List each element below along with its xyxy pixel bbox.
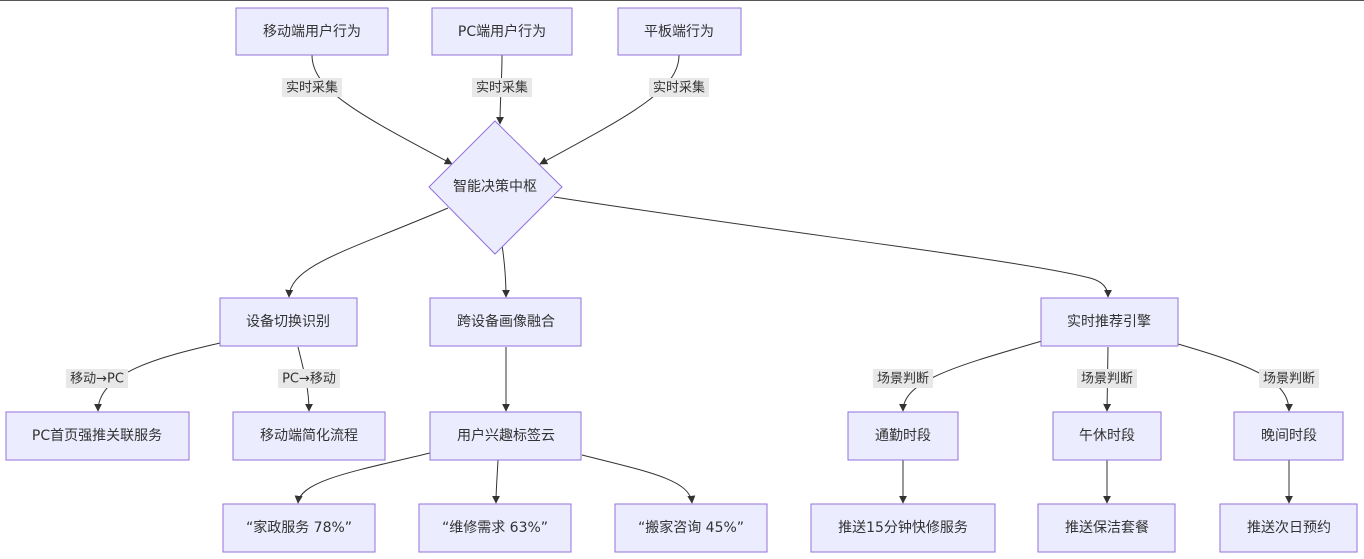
edge-label-scene-commute: 场景判断 bbox=[877, 372, 929, 387]
node-box bbox=[1052, 411, 1162, 461]
node-push-nextday: 推送次日预约 bbox=[1219, 503, 1358, 553]
edge-label-bg bbox=[472, 78, 532, 97]
edge-mobile-to-hub bbox=[311, 54, 453, 165]
edge-label-collect-pc: 实时采集 bbox=[476, 80, 528, 96]
node-pc-home-push: PC首页强推关联服务 bbox=[5, 411, 190, 461]
node-lunch: 午休时段 bbox=[1052, 411, 1162, 461]
node-tag-home: “家政服务 78%” bbox=[222, 503, 376, 553]
node-decision-hub: 智能决策中枢 bbox=[428, 120, 563, 255]
node-box bbox=[810, 503, 996, 553]
node-tablet-behavior: 平板端行为 bbox=[617, 7, 742, 56]
node-box bbox=[5, 411, 190, 461]
node-commute: 通勤时段 bbox=[847, 411, 959, 461]
node-realtime-engine: 实时推荐引擎 bbox=[1040, 297, 1179, 347]
node-box bbox=[235, 7, 389, 56]
edge-tablet-to-hub bbox=[539, 54, 680, 165]
edge-label-bg bbox=[278, 369, 340, 388]
edge-hub-to-realtime-engine bbox=[553, 196, 1112, 298]
edge-label-pc-to-mobile: PC→移动 bbox=[282, 372, 336, 387]
node-label: 移动端简化流程 bbox=[260, 427, 358, 444]
node-profile-fusion: 跨设备画像融合 bbox=[429, 297, 582, 347]
node-push-repair: 推送15分钟快修服务 bbox=[810, 503, 996, 553]
node-box bbox=[1219, 503, 1358, 553]
edge-label-bg bbox=[1259, 369, 1319, 388]
node-label: 用户兴趣标签云 bbox=[457, 427, 555, 444]
node-mobile-simplify: 移动端简化流程 bbox=[232, 411, 386, 461]
node-pc-behavior: PC端用户行为 bbox=[431, 7, 573, 56]
node-box bbox=[418, 503, 572, 553]
node-label: “搬家咨询 45%” bbox=[638, 519, 744, 536]
node-box bbox=[429, 411, 582, 461]
node-label: “维修需求 63%” bbox=[442, 520, 548, 536]
node-box bbox=[232, 411, 386, 461]
node-box bbox=[431, 7, 573, 56]
node-label: 移动端用户行为 bbox=[263, 23, 361, 40]
node-mobile-behavior: 移动端用户行为 bbox=[235, 7, 389, 56]
edge-cloud-to-tag-repair bbox=[492, 459, 501, 504]
edge-switch-to-pc-home bbox=[94, 342, 221, 412]
node-label: 设备切换识别 bbox=[246, 313, 330, 330]
node-box bbox=[1233, 411, 1344, 461]
edge-label-bg bbox=[1077, 369, 1137, 388]
node-label: 智能决策中枢 bbox=[453, 178, 537, 195]
edge-label-bg bbox=[649, 78, 709, 97]
node-label: PC端用户行为 bbox=[458, 23, 546, 40]
node-box bbox=[222, 503, 376, 553]
node-box bbox=[1040, 297, 1179, 347]
edge-hub-to-device-switch bbox=[285, 207, 449, 298]
node-device-switch: 设备切换识别 bbox=[219, 297, 358, 347]
edge-label-mobile-to-pc: 移动→PC bbox=[70, 372, 124, 387]
edge-engine-to-commute bbox=[899, 340, 1043, 412]
edge-label-bg bbox=[66, 369, 128, 388]
node-box bbox=[219, 297, 358, 347]
node-label: 平板端行为 bbox=[644, 24, 714, 40]
edges bbox=[94, 54, 1293, 504]
top-border-line bbox=[0, 0, 1364, 1]
edge-label-bg bbox=[282, 78, 342, 97]
node-box bbox=[614, 503, 768, 553]
node-label: PC首页强推关联服务 bbox=[32, 428, 162, 444]
node-label: 推送保洁套餐 bbox=[1065, 520, 1149, 536]
node-tag-moving: “搬家咨询 45%” bbox=[614, 503, 768, 553]
node-box bbox=[1037, 503, 1176, 553]
edge-cloud-to-tag-moving bbox=[581, 454, 696, 504]
node-label: 跨设备画像融合 bbox=[457, 313, 555, 330]
node-label: “家政服务 78%” bbox=[246, 519, 352, 536]
edge-hub-to-profile-fusion bbox=[501, 244, 510, 298]
node-label: 实时推荐引擎 bbox=[1067, 314, 1151, 330]
node-label: 推送次日预约 bbox=[1247, 520, 1331, 536]
node-box bbox=[429, 297, 582, 347]
edge-label-scene-evening: 场景判断 bbox=[1263, 372, 1315, 387]
edge-label-collect-tablet: 实时采集 bbox=[653, 80, 705, 96]
nodes: 移动端用户行为 PC端用户行为 平板端行为 智能决策中枢 设备切换识别 跨设备画… bbox=[5, 7, 1358, 553]
node-evening: 晚间时段 bbox=[1233, 411, 1344, 461]
edge-label-bg bbox=[873, 369, 933, 388]
node-interest-cloud: 用户兴趣标签云 bbox=[429, 411, 582, 461]
node-box bbox=[847, 411, 959, 461]
node-label: 通勤时段 bbox=[875, 428, 931, 444]
node-label: 推送15分钟快修服务 bbox=[838, 519, 968, 536]
node-label: 午休时段 bbox=[1079, 428, 1135, 444]
node-box bbox=[617, 7, 742, 56]
edge-label-collect-mobile: 实时采集 bbox=[286, 80, 338, 96]
node-push-cleaning: 推送保洁套餐 bbox=[1037, 503, 1176, 553]
edge-labels: 实时采集 实时采集 实时采集 移动→PC PC→移动 场景判断 场景判断 场景判… bbox=[66, 78, 1319, 388]
edge-label-scene-lunch: 场景判断 bbox=[1081, 372, 1133, 387]
edge-cloud-to-tag-home bbox=[294, 452, 431, 504]
node-tag-repair: “维修需求 63%” bbox=[418, 503, 572, 553]
decision-diamond bbox=[428, 120, 563, 255]
node-label: 晚间时段 bbox=[1261, 428, 1317, 444]
